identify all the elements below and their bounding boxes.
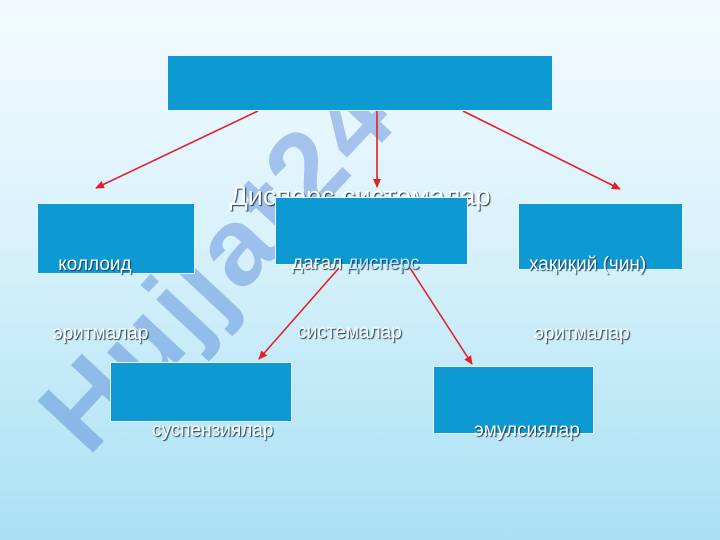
true-solutions-box: хақиқий (чин) эритмалар: [518, 203, 683, 344]
colloid-solutions-box: коллоид эритмалар: [37, 203, 195, 344]
emulsions-box: эмулсиялар: [433, 366, 594, 441]
arrow-to-colloid: [95, 110, 259, 189]
suspensions-text: суспензиялар: [152, 420, 274, 441]
colloid-line-1: коллоид: [53, 254, 132, 275]
true-solution-line-1: хақиқий (чин): [529, 254, 647, 275]
arrow-to-true-solution: [462, 110, 621, 190]
coarse-line-1a: дағал: [292, 253, 348, 274]
coarse-line-2: системалар: [292, 322, 402, 343]
colloid-line-2: эритмалар: [53, 323, 149, 344]
emulsions-text: эмулсиялар: [474, 420, 580, 441]
arrow-to-suspensions: [258, 267, 340, 360]
true-solution-line-2: эритмалар: [529, 323, 630, 344]
coarse-line-1b: дисперс: [347, 253, 420, 274]
title-box: Дисперс системалар: [167, 55, 553, 211]
arrow-to-emulsions: [409, 267, 473, 365]
suspensions-box: суспензиялар: [110, 362, 292, 441]
coarse-dispersion-box: дағал дисперс системалар: [275, 197, 468, 343]
coarse-line-1: дағал дисперс: [292, 252, 467, 275]
